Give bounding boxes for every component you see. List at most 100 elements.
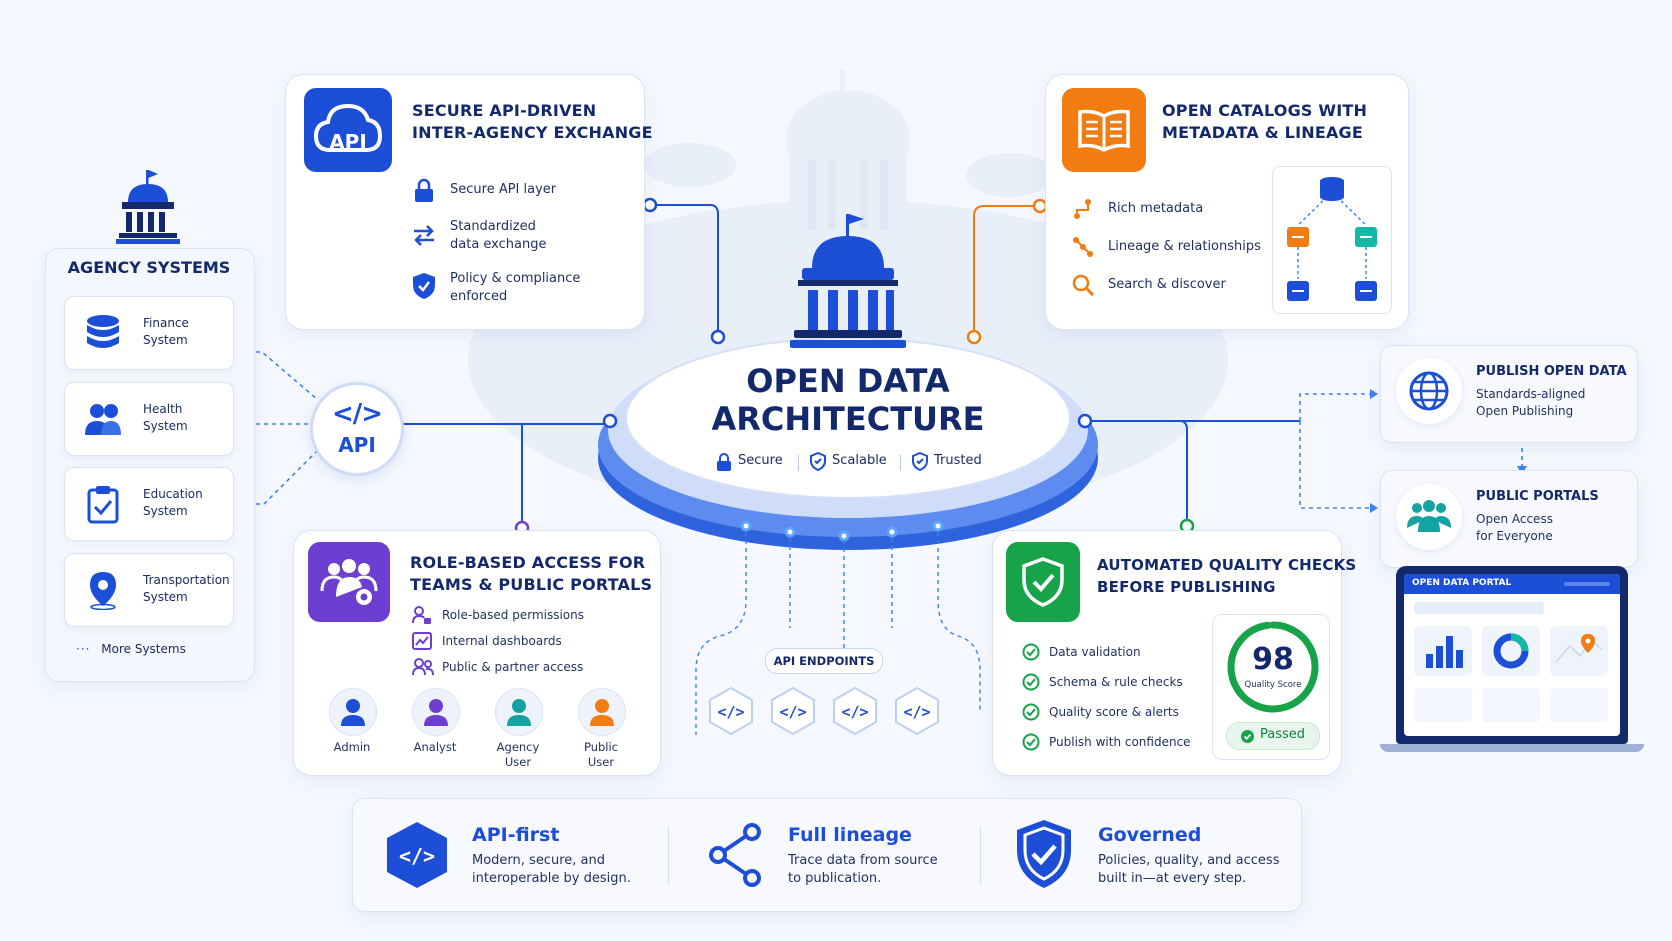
check-circle-icon — [1022, 733, 1040, 751]
quality-score-gauge — [1227, 621, 1319, 713]
center-badges: Secure Scalable Trusted — [710, 450, 1000, 476]
secure-api-item-2: Standardized data exchange — [450, 219, 547, 252]
bottom-governed-desc: Policies, quality, and access built in—a… — [1098, 853, 1280, 886]
user-icon — [590, 699, 614, 726]
bottom-divider — [980, 826, 981, 884]
more-systems-label: More Systems — [101, 642, 186, 656]
portal-widget-bar-chart — [1414, 626, 1472, 676]
portal-widget-map — [1550, 626, 1608, 676]
portal-users-icon-wrap — [1396, 484, 1462, 550]
quality-title: AUTOMATED QUALITY CHECKS BEFORE PUBLISHI… — [1097, 556, 1357, 596]
shield-check-icon — [413, 273, 435, 299]
lock-icon — [415, 178, 433, 202]
svg-text:</>: </> — [779, 703, 806, 721]
book-icon — [1078, 109, 1130, 152]
api-node[interactable]: </> API — [310, 382, 404, 476]
quality-score-label: Quality Score — [1244, 680, 1302, 690]
more-systems-link[interactable]: ··· More Systems — [76, 642, 186, 656]
roles-item-2: Internal dashboards — [442, 634, 562, 648]
shield-check-tile — [1006, 542, 1080, 622]
quality-score-value: 98 — [1252, 642, 1294, 677]
exchange-arrows-icon — [414, 225, 434, 246]
map-pin-icon — [1555, 634, 1603, 663]
share-nodes-icon — [709, 823, 761, 887]
bottom-banner — [352, 798, 1302, 912]
users-gear-icon — [308, 542, 390, 622]
publish-desc: Standards-aligned Open Publishing — [1476, 387, 1586, 418]
bottom-api-first-title: API-first — [472, 824, 560, 846]
role-public-user-avatar[interactable] — [578, 688, 626, 736]
portal-screen-nav — [1564, 582, 1610, 586]
shield-check-icon — [912, 452, 928, 471]
cloud-api-text: API — [329, 130, 367, 154]
endpoint-code-icon-3[interactable]: </> — [832, 686, 878, 736]
finance-system-card[interactable]: Finance System — [64, 296, 234, 370]
portal-laptop[interactable]: OPEN DATA PORTAL — [1396, 566, 1628, 744]
roles-item-3: Public & partner access — [442, 660, 584, 674]
portal-list-1 — [1414, 688, 1472, 722]
api-endpoints-label: API ENDPOINTS — [765, 648, 883, 674]
portal-screen-header: OPEN DATA PORTAL — [1404, 574, 1620, 594]
cloud-icon — [313, 103, 383, 152]
quality-item-3: Quality score & alerts — [1049, 705, 1179, 719]
role-admin-avatar[interactable] — [329, 688, 377, 736]
center-title: OPEN DATA ARCHITECTURE — [648, 362, 1048, 438]
secure-api-item-1: Secure API layer — [450, 182, 557, 197]
governed-shield-icon — [1017, 820, 1071, 888]
user-icon — [424, 699, 448, 726]
user-lock-icon — [412, 606, 431, 624]
ellipsis-icon: ··· — [76, 642, 96, 656]
transportation-system-card[interactable]: Transportation System — [64, 553, 234, 627]
cloud-api-icon: API — [304, 88, 392, 172]
user-icon — [507, 699, 531, 726]
portal-list-2 — [1482, 688, 1540, 722]
api-first-hex-icon: </> — [387, 822, 447, 888]
donut-chart-icon — [1493, 633, 1529, 669]
bar-chart-icon — [1426, 636, 1463, 668]
passed-label: Passed — [1260, 727, 1306, 742]
capitol-icon — [790, 214, 906, 348]
endpoint-code-icon-4[interactable]: </> — [894, 686, 940, 736]
secure-api-item-3: Policy & compliance enforced — [450, 271, 581, 304]
agency-capitol-icon — [116, 170, 180, 244]
passed-badge: Passed — [1226, 722, 1320, 750]
search-icon — [1072, 274, 1094, 296]
role-agency-user-label: Agency User — [496, 740, 540, 769]
badge-scalable: Scalable — [832, 453, 887, 468]
code-icon: </> — [331, 399, 383, 429]
roles-item-1: Role-based permissions — [442, 608, 585, 622]
central-platform — [598, 337, 1098, 550]
role-public-user-label: Public User — [583, 740, 619, 769]
roles-title: ROLE-BASED ACCESS FOR TEAMS & PUBLIC POR… — [410, 553, 653, 594]
portal-screen-title: OPEN DATA PORTAL — [1412, 578, 1512, 588]
endpoint-code-icon-2[interactable]: </> — [770, 686, 816, 736]
globe-icon — [1409, 371, 1449, 411]
portals-desc: Open Access for Everyone — [1476, 512, 1553, 543]
endpoint-code-icon-1[interactable]: </> — [708, 686, 754, 736]
check-circle-icon — [1022, 673, 1040, 691]
bottom-lineage-desc: Trace data from source to publication. — [788, 853, 938, 886]
shield-icon — [810, 452, 826, 471]
portal-laptop-base — [1380, 744, 1644, 752]
check-badge-icon — [1241, 730, 1254, 743]
health-system-card[interactable]: Health System — [64, 382, 234, 456]
portal-screen: OPEN DATA PORTAL — [1404, 574, 1620, 736]
bottom-lineage-title: Full lineage — [788, 824, 912, 846]
role-analyst-avatar[interactable] — [412, 688, 460, 736]
center-title-line2: ARCHITECTURE — [711, 400, 985, 438]
role-agency-user-avatar[interactable] — [495, 688, 543, 736]
catalog-item-3: Search & discover — [1108, 277, 1226, 292]
svg-text:</>: </> — [717, 703, 744, 721]
svg-text:</>: </> — [399, 844, 435, 868]
api-node-label: API — [338, 433, 376, 457]
education-system-label: Education System — [143, 487, 203, 518]
check-circle-icon — [1022, 703, 1040, 721]
shield-check-icon — [1022, 557, 1064, 607]
education-system-card[interactable]: Education System — [64, 467, 234, 541]
quality-item-2: Schema & rule checks — [1049, 675, 1183, 689]
svg-text:</>: </> — [903, 703, 930, 721]
globe-icon-wrap — [1396, 358, 1462, 424]
agency-systems-title: AGENCY SYSTEMS — [67, 258, 231, 277]
publish-title: PUBLISH OPEN DATA — [1476, 364, 1627, 379]
